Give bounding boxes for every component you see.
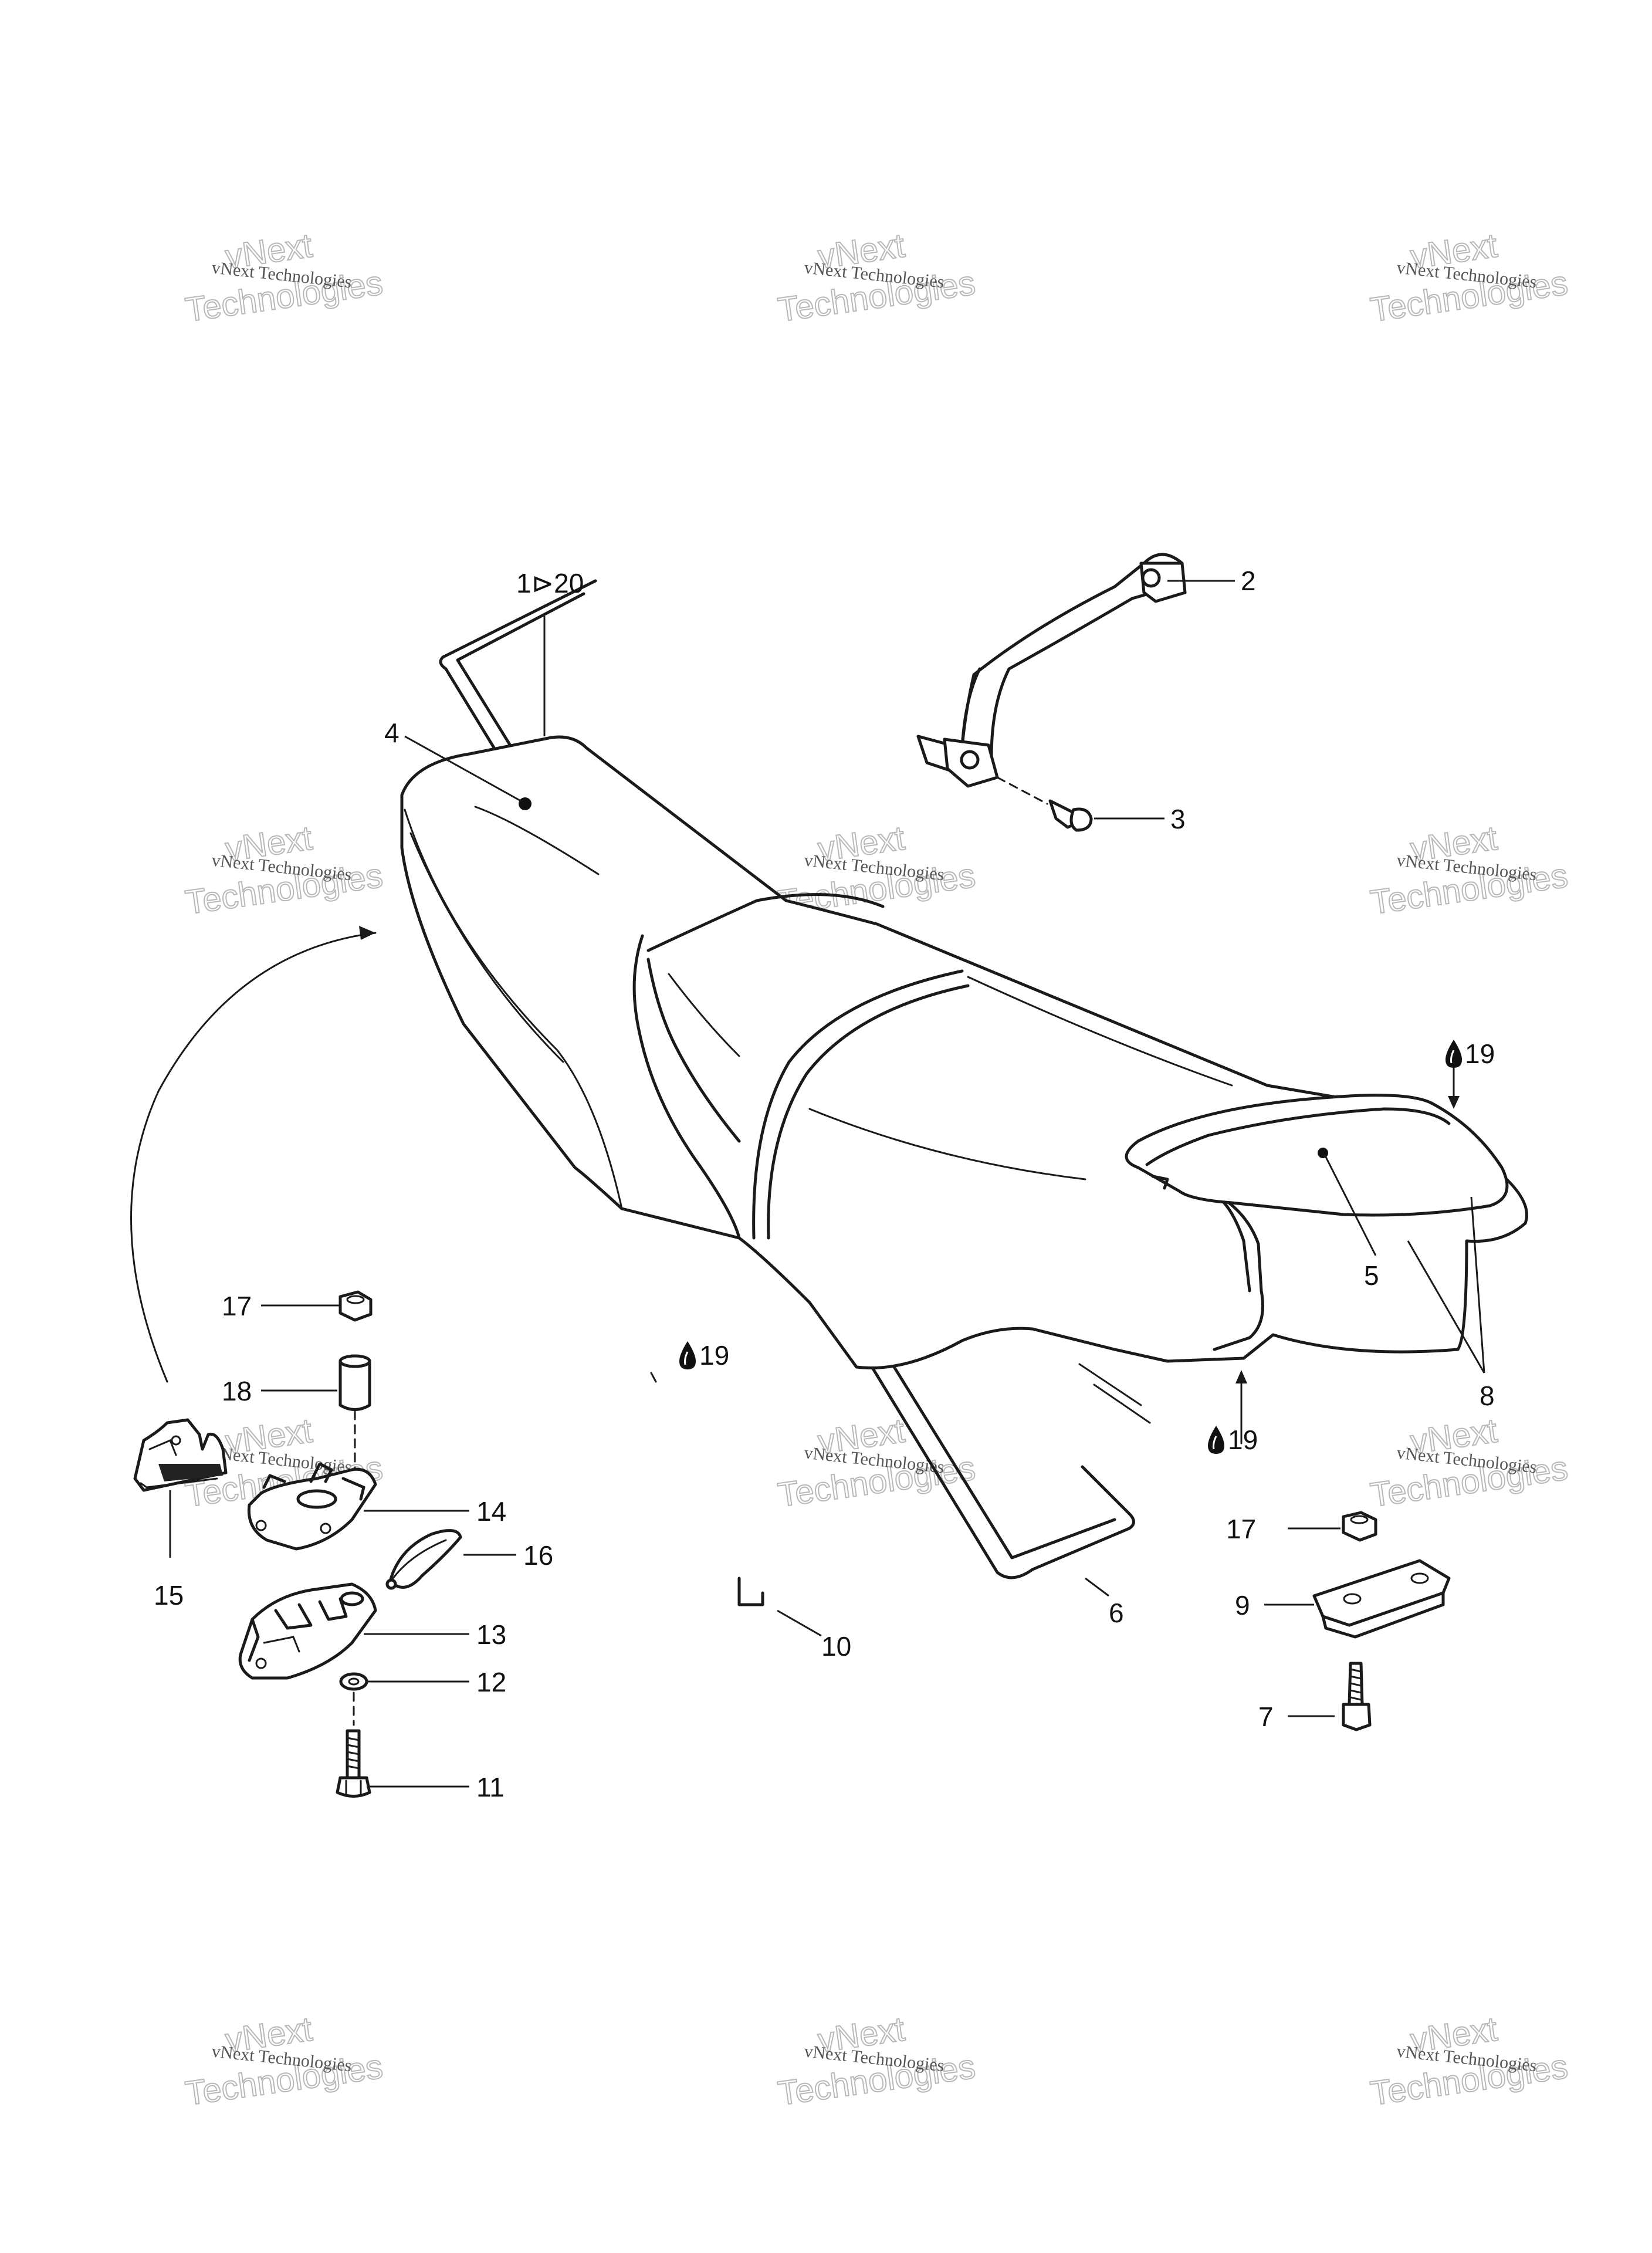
callout-13: 13 [476,1619,506,1650]
callout-12: 12 [476,1667,506,1697]
screw-part-3 [1048,799,1093,832]
latch-housing-part-13 [238,1582,377,1680]
nut-part-17-upper [338,1290,373,1322]
callout-1-20: 1⊳20 [516,568,584,598]
callout-5: 5 [1364,1260,1379,1291]
handle-hole-bottom [960,750,980,770]
callout-9: 9 [1235,1590,1250,1621]
callout-4: 4 [384,718,400,748]
callout-8: 8 [1480,1381,1495,1411]
clip-part-10 [737,1577,764,1606]
callout-16: 16 [523,1540,553,1571]
callout-6: 6 [1109,1598,1124,1628]
callout-17-lower: 17 [1226,1514,1256,1544]
callout-11: 11 [476,1772,505,1802]
handle-hole-top [1141,568,1161,588]
latch-part-15 [133,1418,228,1492]
seat-part-4 [400,735,1528,1370]
callout-3: 3 [1170,804,1186,834]
application-arrow-19-bottom [1235,1370,1247,1445]
drop-icon [679,1341,696,1369]
callout-2: 2 [1241,566,1256,596]
seat-marker-dot [519,797,532,810]
nut-part-17-lower [1342,1511,1377,1542]
callout-15: 15 [154,1580,184,1611]
assembly-arrow [130,926,377,1383]
callout-19-center: 19 [699,1340,729,1371]
cable-loop-part-16 [385,1529,462,1590]
leader-lines [169,580,1485,1788]
washer-part-12 [339,1672,368,1726]
drop-icon [1446,1040,1462,1068]
callout-10: 10 [821,1631,851,1662]
callout-19-bottom: 19 [1228,1425,1258,1455]
callout-18: 18 [222,1376,252,1406]
bolt-part-7 [1342,1662,1372,1731]
drop-icon [1208,1426,1224,1454]
callout-17-upper: 17 [222,1291,252,1321]
bracket-part-9 [1312,1559,1451,1639]
latch-plate-part-14 [247,1462,377,1551]
grab-handle-part-2 [916,553,1187,805]
callout-14: 14 [476,1496,506,1527]
callout-7: 7 [1258,1701,1274,1732]
callout-19-right: 19 [1465,1038,1495,1069]
bolt-part-11 [336,1729,371,1798]
